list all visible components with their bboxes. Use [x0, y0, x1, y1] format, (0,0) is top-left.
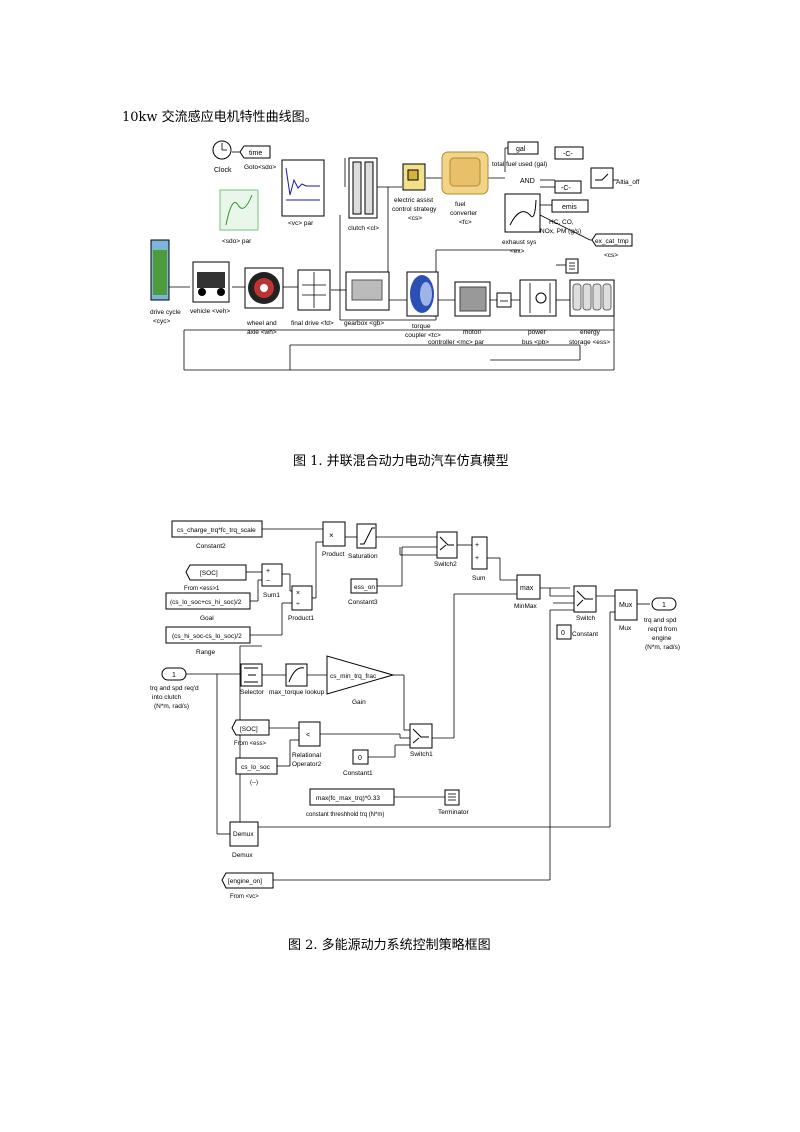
altia-label: Altia_off: [616, 179, 640, 186]
clock-block: Clock: [212, 140, 232, 174]
drive-cycle-block: drive cycle <cyc>: [150, 239, 181, 325]
fig1-wires: [169, 147, 618, 371]
figure1-caption: 图 1. 并联混合动力电动汽车仿真模型: [293, 454, 509, 469]
fc-label-1: fuel: [455, 201, 466, 208]
gb-label: gearbox <gb>: [344, 320, 384, 327]
fc-label-2: converter: [450, 210, 478, 217]
exhaust-block: exhaust sys <ex>: [502, 193, 541, 255]
torque-coupler-block: torque coupler <tc>: [405, 271, 441, 339]
eas-label-2: control strategy: [392, 206, 437, 213]
excat-goto: ex_cat_tmp <cs>: [591, 233, 633, 259]
final-drive-block: final drive <fd>: [291, 269, 334, 327]
vc-par-scope: <vc> par: [281, 159, 325, 227]
fc-label-3: <fc>: [459, 219, 472, 226]
c2-label: -C-: [561, 185, 571, 192]
exsys-label-1: exhaust sys: [502, 239, 537, 246]
gal-label: gal: [516, 146, 526, 153]
sdo-par-label: <sdo> par: [222, 238, 252, 245]
cs2-label: <cs>: [604, 252, 618, 259]
and-label: AND: [520, 178, 535, 185]
pb-label-1: power: [528, 329, 547, 336]
emis-block: emis HC, CO, NOx, PM (g/s): [540, 199, 589, 235]
tc-label-2: coupler <tc>: [405, 332, 441, 339]
vehicle-block: vehicle <veh>: [190, 261, 230, 315]
clutch-label: clutch <cl>: [348, 225, 379, 232]
veh-label: vehicle <veh>: [190, 308, 230, 315]
const-c-blocks: -C- -C- AND: [520, 146, 584, 194]
hc-label: HC, CO,: [549, 219, 574, 226]
motor-block: motor/ controller <mc> par: [428, 281, 491, 346]
sdo-par-icon: <sdo> par: [219, 189, 259, 245]
pb-terminator: [565, 258, 579, 274]
wh-label-2: axle <wh>: [247, 329, 277, 336]
eas-label-3: <cs>: [408, 215, 422, 222]
ess-label-1: energy: [580, 329, 601, 336]
emis-label: emis: [562, 204, 577, 211]
nox-label: NOx, PM (g/s): [540, 228, 581, 235]
wh-label-1: wheel and: [246, 320, 277, 327]
gal-block: gal total fuel used (gal): [492, 141, 547, 168]
exsys-label-2: <ex>: [510, 248, 525, 255]
time-goto-block: time Goto<sdo>: [239, 145, 276, 171]
tfu-label: total fuel used (gal): [492, 161, 547, 168]
pb-label-2: bus <pb>: [522, 339, 549, 346]
fuel-converter-block: fuel converter <fc>: [441, 151, 489, 226]
mc-label-1: motor/: [463, 329, 482, 336]
dc-label-2: <cyc>: [153, 318, 171, 325]
ground-block: [496, 292, 512, 308]
vc-par-label: <vc> par: [288, 220, 314, 227]
eas-label-1: electric assist: [394, 197, 433, 204]
dc-label-1: drive cycle: [150, 309, 181, 316]
power-bus-block: power bus <pb>: [519, 279, 557, 346]
altia-block: Altia_off: [590, 167, 640, 189]
mc-label-2: controller <mc> par: [428, 339, 485, 346]
tc-label-1: torque: [412, 323, 431, 330]
energy-storage-block: energy storage <ess>: [569, 279, 615, 346]
figure2-caption: 图 2. 多能源动力系统控制策略框图: [288, 938, 491, 953]
c1-label: -C-: [563, 151, 573, 158]
intro-text: 10kw 交流感应电机特性曲线图。: [122, 110, 318, 125]
excat-label: ex_cat_tmp: [595, 238, 629, 245]
electric-assist-block: electric assist control strategy <cs>: [392, 163, 437, 222]
gearbox-block: gearbox <gb>: [344, 271, 390, 327]
ess-label-2: storage <ess>: [569, 339, 610, 346]
wheel-block: wheel and axle <wh>: [244, 267, 284, 336]
clock-label: Clock: [214, 167, 232, 174]
fd-label: final drive <fd>: [291, 320, 334, 327]
goto-sdo-label: Goto<sdo>: [244, 164, 276, 171]
time-label: time: [249, 150, 262, 157]
clutch-block: clutch <cl>: [348, 157, 379, 232]
